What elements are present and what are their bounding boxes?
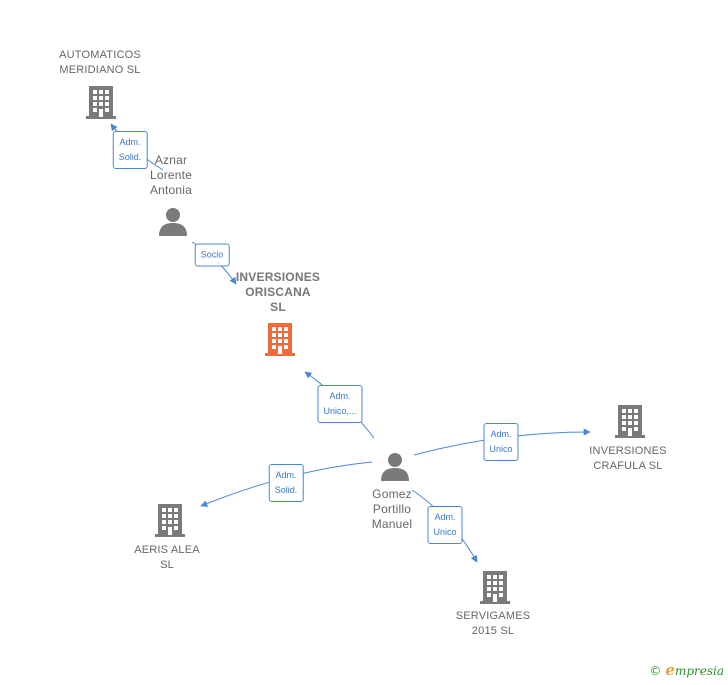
edge-label-gomez-oriscana[interactable]: Adm. Unico,... <box>317 385 363 423</box>
person-icon[interactable] <box>158 206 188 236</box>
edge-label-line: Adm. <box>119 137 141 147</box>
label-aeris-line2: SL <box>160 559 174 571</box>
node-label-gomez[interactable]: Gomez Portillo Manuel <box>372 487 413 532</box>
edge-label-line: Unico <box>433 527 457 537</box>
label-aeris-line1: AERIS ALEA <box>134 544 200 556</box>
label-aznar-line1: Aznar <box>154 153 188 167</box>
edge-label-line: Unico,... <box>323 406 357 416</box>
label-servigames-line1: SERVIGAMES <box>455 610 531 622</box>
edge-label-line: Solid. <box>274 485 298 495</box>
edge-label-line: Unico <box>489 444 513 454</box>
label-gomez-line2: Portillo <box>372 502 412 516</box>
label-crafula-line2: CRAFULA SL <box>593 460 663 472</box>
node-label-aznar[interactable]: Aznar Lorente Antonia <box>150 153 192 198</box>
label-oriscana-line3: SL <box>270 300 286 314</box>
label-automaticos-line1: AUTOMATICOS <box>59 49 141 61</box>
label-crafula-line1: INVERSIONES <box>589 445 667 457</box>
label-aznar-line2: Lorente <box>149 168 193 182</box>
edge-label-line: Solid. <box>118 152 142 162</box>
footer-brand[interactable]: ©empresia <box>649 661 724 679</box>
building-icon[interactable] <box>155 503 185 537</box>
edge-label-line: Socio <box>200 249 224 260</box>
label-automaticos-line2: MERIDIANO SL <box>59 64 141 76</box>
building-icon[interactable] <box>480 570 510 604</box>
edge-label-line: Adm. <box>275 470 297 480</box>
label-aznar-line3: Antonia <box>149 183 193 197</box>
edge-label-line: Adm. <box>434 512 456 522</box>
edge-label-gomez-aeris[interactable]: Adm. Solid. <box>268 464 304 502</box>
edge-label-aznar-automaticos[interactable]: Adm. Solid. <box>112 131 148 169</box>
copyright-symbol: © <box>649 664 662 678</box>
label-gomez-line1: Gomez <box>372 487 412 501</box>
building-icon[interactable] <box>615 404 645 438</box>
node-label-crafula[interactable]: INVERSIONES CRAFULA SL <box>589 444 666 474</box>
edge-label-gomez-crafula[interactable]: Adm. Unico <box>483 423 519 461</box>
edge-label-line: Adm. <box>490 429 512 439</box>
edge-label-line: Adm. <box>329 391 351 401</box>
label-oriscana-line2: ORISCANA <box>245 285 311 299</box>
node-label-servigames[interactable]: SERVIGAMES 2015 SL <box>456 609 531 639</box>
label-oriscana-line1: INVERSIONES <box>235 270 321 284</box>
label-gomez-line3: Manuel <box>371 517 413 531</box>
node-label-oriscana[interactable]: INVERSIONES ORISCANA SL <box>236 270 320 315</box>
edge-label-gomez-servigames[interactable]: Adm. Unico <box>427 506 463 544</box>
node-label-automaticos[interactable]: AUTOMATICOS MERIDIANO SL <box>59 48 141 78</box>
building-icon[interactable] <box>265 322 295 356</box>
label-servigames-line2: 2015 SL <box>471 625 515 637</box>
brand-logo-text: mpresia <box>674 664 724 678</box>
building-icon[interactable] <box>86 85 116 119</box>
node-label-aeris[interactable]: AERIS ALEA SL <box>134 543 200 573</box>
brand-logo-initial: e <box>665 661 675 679</box>
edge-label-aznar-oriscana[interactable]: Socio <box>194 243 230 267</box>
person-icon[interactable] <box>380 451 410 481</box>
